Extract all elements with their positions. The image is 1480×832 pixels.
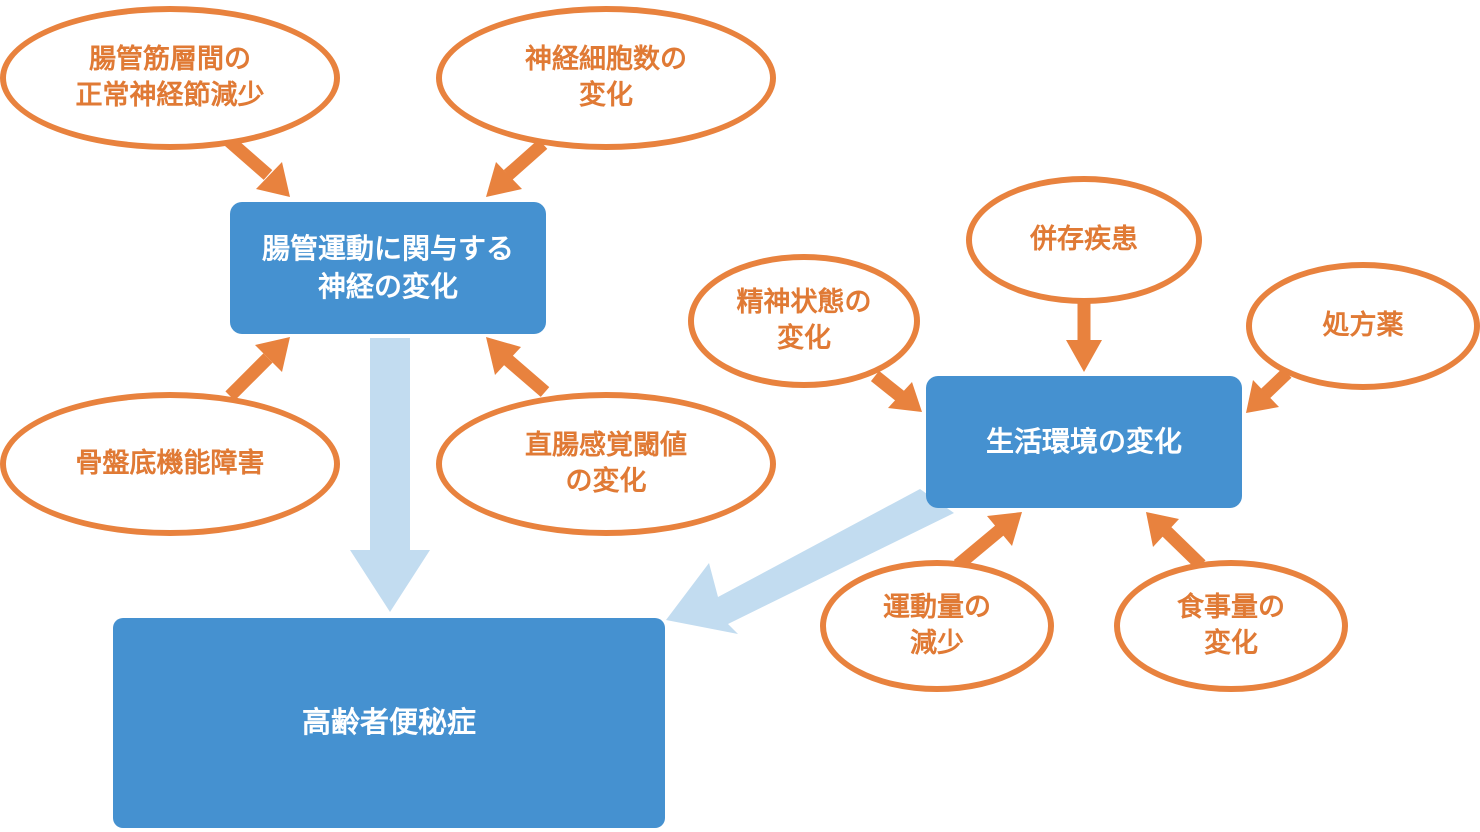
arrowhead bbox=[256, 162, 290, 197]
environment-change-label: 生活環境の変化 bbox=[985, 425, 1182, 459]
oval-enteric-neuron-loss: 腸管筋層間の 正常神経節減少 bbox=[0, 6, 340, 150]
oval-label: 腸管筋層間の 正常神経節減少 bbox=[75, 43, 265, 111]
arrow-rectal-to-nerve bbox=[503, 355, 550, 397]
arrowhead bbox=[486, 162, 522, 197]
oval-exercise: 運動量の 減少 bbox=[820, 560, 1054, 692]
arrow-nerve-to-constipation bbox=[350, 338, 430, 612]
arrow-env-to-exercise bbox=[953, 525, 1005, 570]
arrow-prescription-to-env bbox=[1260, 368, 1292, 399]
oval-diet: 食事量の 変化 bbox=[1114, 560, 1348, 692]
arrowhead bbox=[1066, 340, 1102, 372]
arrow-env-to-diet bbox=[1160, 525, 1206, 570]
arrowhead bbox=[486, 337, 521, 375]
oval-label: 処方薬 bbox=[1322, 309, 1404, 341]
oval-label: 併存疾患 bbox=[1030, 223, 1138, 255]
arrow-environment-to-constipation bbox=[666, 489, 954, 634]
oval-label: 骨盤底機能障害 bbox=[75, 447, 265, 479]
oval-prescription: 処方薬 bbox=[1246, 262, 1480, 390]
oval-pelvic-floor: 骨盤底機能障害 bbox=[0, 392, 340, 536]
arrow-neuron-count-to-nerve bbox=[503, 139, 548, 180]
constipation-box: 高齢者便秘症 bbox=[113, 618, 665, 828]
arrow-mental-to-env bbox=[870, 370, 905, 402]
oval-neuron-count-change: 神経細胞数の 変化 bbox=[436, 6, 776, 150]
oval-label: 精神状態の 変化 bbox=[736, 286, 872, 354]
arrowhead bbox=[1246, 380, 1279, 413]
oval-rectal-threshold: 直腸感覚閾値 の変化 bbox=[436, 392, 776, 536]
constipation-label: 高齢者便秘症 bbox=[301, 705, 476, 740]
nerve-change-label: 腸管運動に関与する 神経の変化 bbox=[261, 232, 514, 303]
arrowhead bbox=[888, 382, 922, 412]
arrowhead bbox=[255, 337, 290, 372]
oval-label: 食事量の 変化 bbox=[1177, 591, 1285, 659]
oval-label: 運動量の 減少 bbox=[883, 591, 991, 659]
oval-label: 直腸感覚閾値 の変化 bbox=[525, 429, 687, 497]
oval-label: 神経細胞数の 変化 bbox=[525, 43, 687, 111]
nerve-change-box: 腸管運動に関与する 神経の変化 bbox=[230, 202, 546, 334]
oval-comorbidity: 併存疾患 bbox=[966, 176, 1202, 304]
arrowhead bbox=[987, 512, 1022, 546]
environment-change-box: 生活環境の変化 bbox=[926, 376, 1242, 508]
arrowhead bbox=[1146, 512, 1179, 547]
oval-mental-state: 精神状態の 変化 bbox=[688, 254, 920, 388]
arrow-pelvic-to-nerve bbox=[225, 353, 273, 401]
arrow-neuron-loss-to-nerve bbox=[223, 135, 273, 180]
